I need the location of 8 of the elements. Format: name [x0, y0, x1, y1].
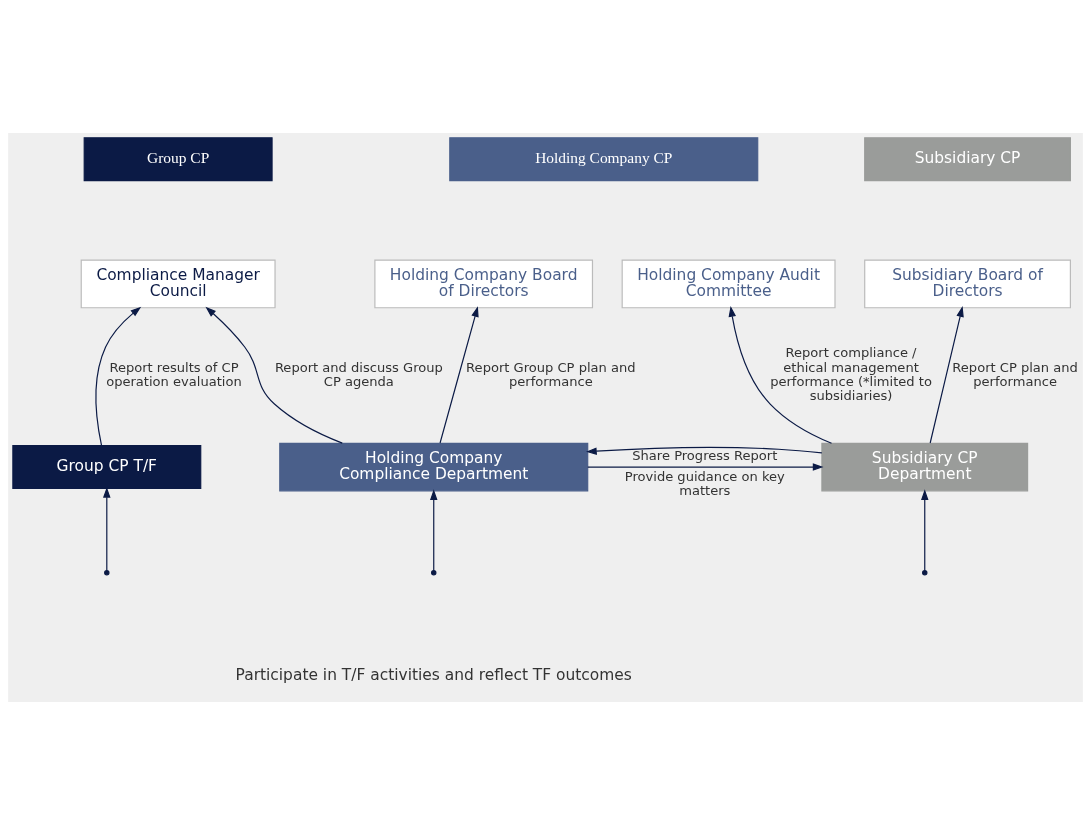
- edge-label: Report CP plan and performance: [952, 359, 1078, 389]
- label: Participate in T/F activities and reflect TF outcomes: [235, 665, 632, 684]
- edge-label: Report results of CP operation evaluation: [106, 359, 242, 389]
- edge-label: Share Progress Report: [632, 447, 778, 463]
- edge-label: Report compliance / ethical management performance (*limited to subsidiaries): [770, 344, 932, 403]
- edge-label: Report Group CP plan and performance: [466, 359, 636, 389]
- edge-label: Report and discuss Group CP agenda: [274, 359, 443, 389]
- edge-label: Provide guidance on key matters: [624, 468, 785, 498]
